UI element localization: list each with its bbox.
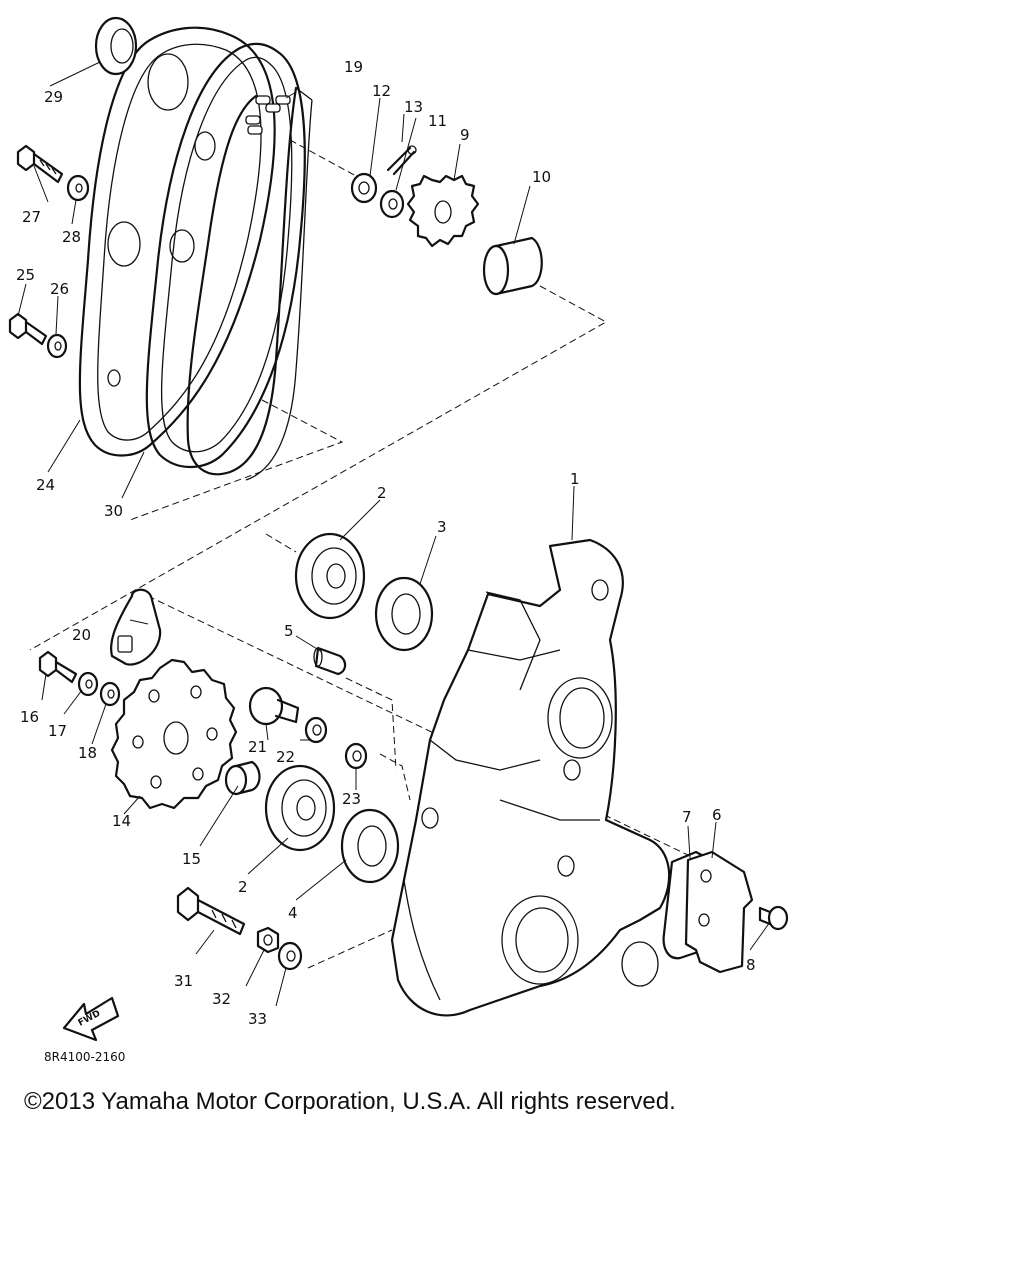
driven-sprocket-14: [110, 658, 238, 810]
callout-2-upper: 2: [377, 484, 387, 502]
callout-13: 13: [404, 98, 423, 116]
nut-32: [256, 926, 280, 954]
callout-14: 14: [112, 812, 131, 830]
callout-8: 8: [746, 956, 756, 974]
callout-12: 12: [372, 82, 391, 100]
washer-26: [46, 333, 68, 359]
callout-25: 25: [16, 266, 35, 284]
bolt-16: [38, 650, 78, 684]
callout-18: 18: [78, 744, 97, 762]
assembly-guide-upper: [29, 139, 608, 651]
callout-31: 31: [174, 972, 193, 990]
collar-23: [344, 742, 368, 770]
leader-lines: [17, 61, 771, 1007]
bearing-2-lower: [264, 764, 336, 852]
diagram-reference-code: 8R4100-2160: [44, 1050, 126, 1064]
drive-housing: [390, 538, 671, 1017]
bolt-31: [176, 886, 246, 936]
collar-12: [350, 172, 378, 204]
callout-33: 33: [248, 1010, 267, 1028]
callout-6: 6: [712, 806, 722, 824]
bolt-25: [8, 312, 48, 346]
callout-1: 1: [570, 470, 580, 488]
assembly-guide-case: [129, 399, 344, 521]
callout-numbers: 1 2 3 5 7 6 8 19 12 13 11 9 10 29 27 28 …: [16, 58, 756, 1028]
washer-28: [66, 174, 90, 202]
callout-21: 21: [248, 738, 267, 756]
copyright-notice: ©2013 Yamaha Motor Corporation, U.S.A. A…: [24, 1088, 676, 1115]
callout-32: 32: [212, 990, 231, 1008]
callout-26: 26: [50, 280, 69, 298]
callout-7: 7: [682, 808, 692, 826]
callout-20: 20: [72, 626, 91, 644]
chain-case-cover: [78, 26, 276, 457]
callout-16: 16: [20, 708, 39, 726]
callout-23: 23: [342, 790, 361, 808]
callout-3: 3: [437, 518, 447, 536]
callout-19: 19: [344, 58, 363, 76]
washer-11: [379, 189, 405, 219]
collar-22: [304, 716, 328, 744]
callout-28: 28: [62, 228, 81, 246]
callout-30: 30: [104, 502, 123, 520]
bolt-27: [16, 144, 64, 184]
chain-joint-link: [245, 95, 291, 135]
washer-17: [77, 671, 99, 697]
callout-4: 4: [288, 904, 298, 922]
oil-seal-4: [340, 808, 400, 884]
washer-33: [277, 941, 303, 971]
washer-18: [99, 681, 121, 707]
cover-plate-6: [684, 850, 754, 974]
callout-27: 27: [22, 208, 41, 226]
oil-seal-3: [374, 576, 434, 652]
assembly-guide-bearing: [265, 533, 411, 801]
callout-22: 22: [276, 748, 295, 766]
spacer-15: [224, 760, 261, 796]
callout-2-lower: 2: [238, 878, 248, 896]
drive-chain: [186, 86, 313, 481]
spacer-10: [482, 236, 543, 296]
screw-8: [758, 905, 789, 931]
chain-tensioner-20: [110, 588, 162, 666]
bearing-2-upper: [294, 532, 366, 620]
forward-direction-badge: FWD: [62, 996, 120, 1042]
drive-sprocket-9: [406, 174, 480, 248]
oil-seal: [94, 16, 138, 76]
bolt-21: [248, 686, 300, 726]
callout-10: 10: [532, 168, 551, 186]
callout-29: 29: [44, 88, 63, 106]
callout-5: 5: [284, 622, 294, 640]
pin-5: [313, 646, 347, 676]
chain-case-gasket: [145, 42, 306, 469]
callout-24: 24: [36, 476, 55, 494]
callout-11: 11: [428, 112, 447, 130]
callout-15: 15: [182, 850, 201, 868]
callout-17: 17: [48, 722, 67, 740]
callout-9: 9: [460, 126, 470, 144]
